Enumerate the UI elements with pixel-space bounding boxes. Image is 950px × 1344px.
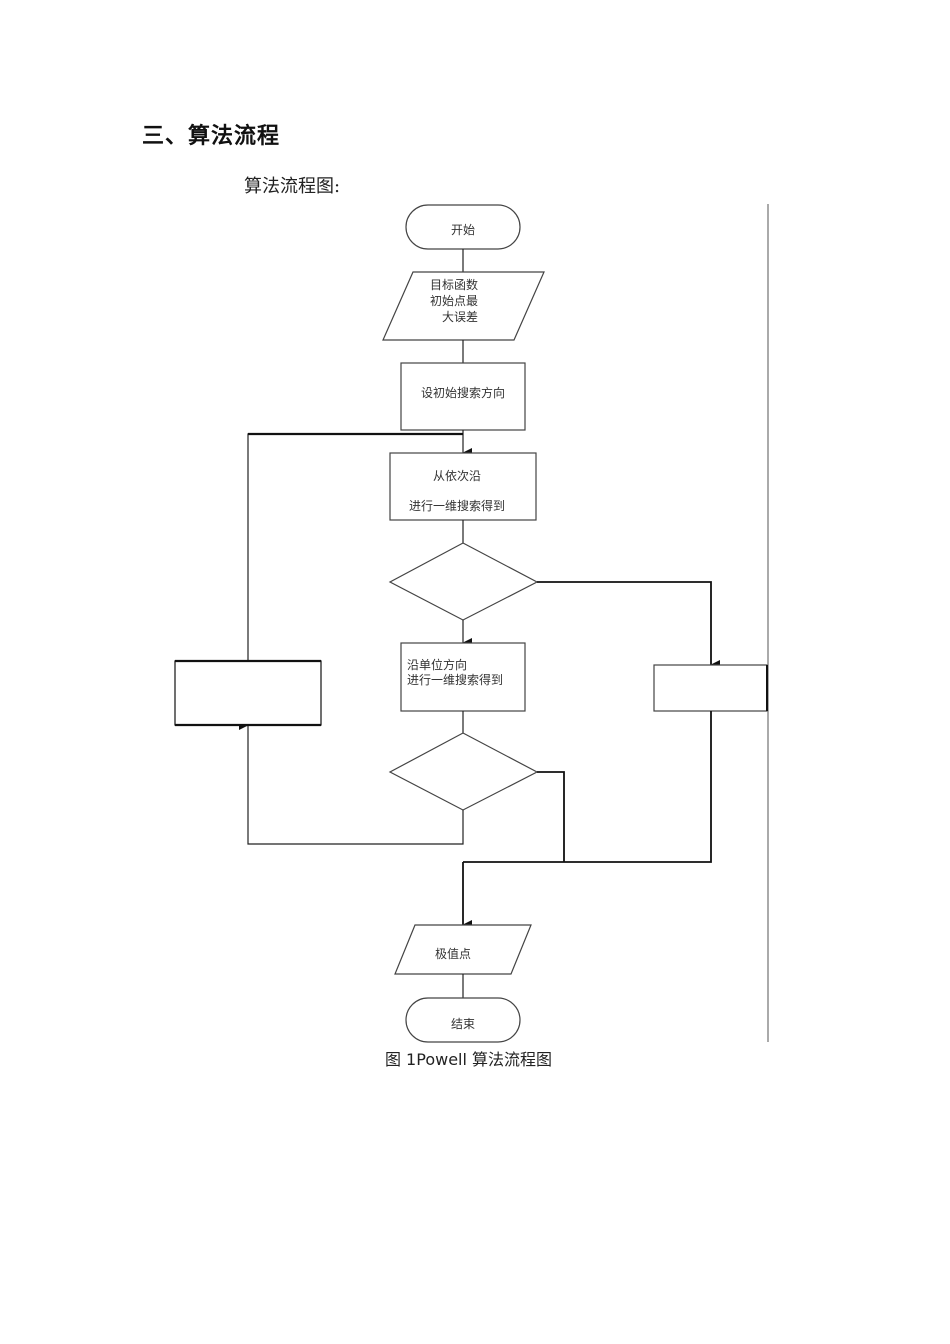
node-input: 目标函数 初始点最 大误差 — [382, 271, 545, 341]
node-output-label: 极值点 — [435, 946, 471, 961]
node-unit-dir-search-line-2: 进行一维搜索得到 — [407, 672, 503, 687]
node-start-label: 开始 — [451, 223, 475, 237]
edge-right-merge — [463, 711, 712, 863]
node-start: 开始 — [405, 204, 521, 250]
node-right-box — [653, 664, 768, 712]
node-input-line-2: 初始点最 — [430, 294, 478, 308]
node-input-line-1: 目标函数 — [430, 277, 478, 292]
node-end: 结束 — [405, 997, 521, 1043]
node-end-label: 结束 — [451, 1017, 475, 1031]
figure-caption: 图 1Powell 算法流程图 — [384, 1050, 553, 1069]
node-init-dirs: 设初始搜索方向 — [400, 362, 526, 431]
node-update-dirs — [174, 659, 322, 727]
node-unit-dir-search-line-1: 沿单位方向 — [407, 657, 467, 672]
edge-decision2-merge — [537, 771, 565, 862]
node-line-search-seq: 从依次沿 进行一维搜索得到 — [389, 452, 537, 521]
node-init-dirs-label: 设初始搜索方向 — [421, 385, 505, 400]
section-title: 三、算法流程 — [142, 124, 281, 149]
node-line-search-seq-line-2: 进行一维搜索得到 — [409, 498, 505, 513]
edge-decision2-update — [239, 720, 464, 845]
diagram-heading: 算法流程图: — [244, 176, 341, 197]
node-decision-1 — [388, 542, 539, 621]
edge-decision1-right — [537, 581, 720, 670]
node-decision-2 — [388, 732, 539, 811]
node-line-search-seq-line-1: 从依次沿 — [433, 468, 481, 483]
node-output: 极值点 — [394, 924, 532, 975]
node-input-line-3: 大误差 — [442, 310, 478, 324]
node-unit-dir-search: 沿单位方向 进行一维搜索得到 — [400, 642, 526, 712]
